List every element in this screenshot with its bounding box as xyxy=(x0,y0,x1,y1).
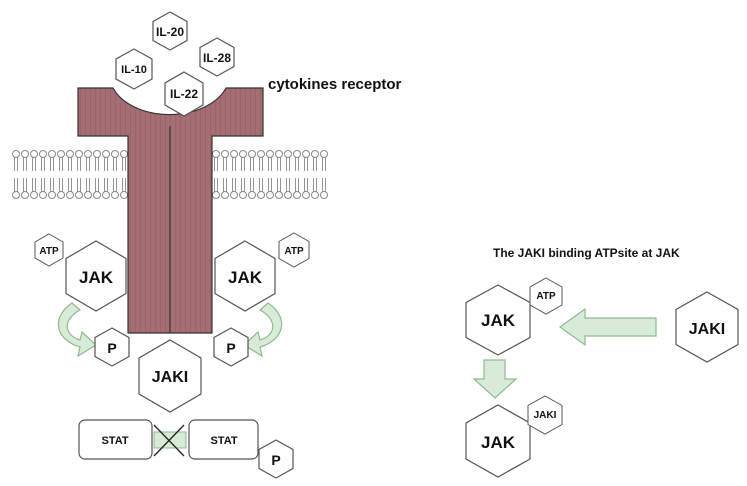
jak-binding-bottom: JAK xyxy=(465,404,531,478)
stat-right: STAT xyxy=(188,419,259,460)
il28-label: IL-28 xyxy=(203,51,231,65)
atp-right-label: ATP xyxy=(284,246,304,257)
blocked-dimerization-link xyxy=(153,424,187,457)
jaki-inhibitor-right: JAKI xyxy=(675,291,739,363)
phosphate-right: P xyxy=(213,327,249,367)
cytokine-il28: IL-28 xyxy=(199,37,235,77)
stat-left-label: STAT xyxy=(101,435,128,447)
jak-left-label: JAK xyxy=(79,268,114,287)
phosphate-left-label: P xyxy=(107,340,116,356)
atp-left-label: ATP xyxy=(39,246,59,257)
jak-binding-top: JAK xyxy=(465,284,531,356)
binding-title: The JAKI binding ATPsite at JAK xyxy=(493,246,680,260)
cytokine-il10: IL-10 xyxy=(115,48,153,90)
cytokine-il20: IL-20 xyxy=(152,11,188,51)
jak-binding-top-label: JAK xyxy=(481,311,516,330)
cell-membrane xyxy=(12,150,328,199)
phosphorylation-arrow-right xyxy=(243,302,283,358)
atp-binding-label: ATP xyxy=(536,291,556,302)
jak-left: JAK xyxy=(65,240,127,312)
il10-label: IL-10 xyxy=(121,64,147,76)
il22-label: IL-22 xyxy=(170,87,198,101)
atp-left: ATP xyxy=(34,233,64,267)
phosphate-right-label: P xyxy=(226,340,235,356)
jak-right: JAK xyxy=(214,240,276,312)
jaki-right-label: JAKI xyxy=(689,321,725,338)
atp-binding-site: ATP xyxy=(529,277,563,315)
jaki-bound: JAKI xyxy=(527,395,563,435)
phosphate-stat: P xyxy=(258,439,294,479)
phosphate-left: P xyxy=(94,327,130,367)
il20-label: IL-20 xyxy=(156,25,184,39)
stat-right-label: STAT xyxy=(210,435,237,447)
jaki-left-label: JAKI xyxy=(152,369,188,386)
down-arrow xyxy=(472,359,518,399)
receptor-caption: cytokines receptor xyxy=(268,76,402,93)
cytokine-il22: IL-22 xyxy=(164,71,204,117)
jaki-inhibitor-left: JAKI xyxy=(138,339,202,413)
jak-binding-bottom-label: JAK xyxy=(481,433,516,452)
jaki-bound-label: JAKI xyxy=(534,410,557,421)
binding-arrow xyxy=(558,307,657,347)
phosphate-stat-label: P xyxy=(271,452,280,468)
atp-right: ATP xyxy=(278,232,310,268)
stat-left: STAT xyxy=(78,419,153,460)
jak-right-label: JAK xyxy=(228,268,263,287)
phosphorylation-arrow-left xyxy=(57,302,97,358)
